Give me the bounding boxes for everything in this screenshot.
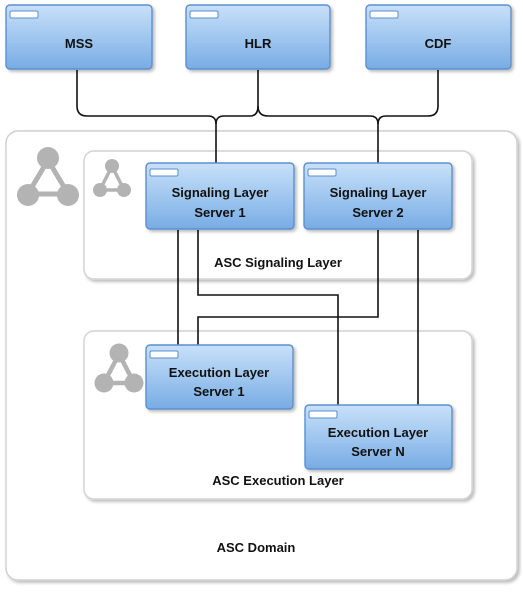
sig1-to-execN-line bbox=[197, 230, 339, 405]
asc-domain-label: ASC Domain bbox=[217, 540, 296, 555]
execution-server-1-line1: Execution Layer bbox=[169, 365, 269, 380]
execution-server-1-node[interactable]: Execution Layer Server 1 bbox=[145, 344, 294, 410]
mss-label: MSS bbox=[65, 36, 94, 51]
execution-server-n-line2: Server N bbox=[351, 444, 404, 459]
signaling-server-2-line1: Signaling Layer bbox=[330, 185, 427, 200]
hlr-node[interactable]: HLR bbox=[185, 4, 331, 70]
signaling-server-1-line2: Server 1 bbox=[194, 205, 245, 220]
signaling-cluster-icon bbox=[93, 159, 131, 197]
server-badge-icon bbox=[149, 350, 179, 359]
execution-server-1-line2: Server 1 bbox=[193, 384, 244, 399]
connection-lines bbox=[76, 70, 439, 405]
mss-to-bus-line bbox=[76, 70, 217, 125]
asc-signaling-layer-label: ASC Signaling Layer bbox=[214, 255, 342, 270]
signaling-server-1-line1: Signaling Layer bbox=[172, 185, 269, 200]
domain-cluster-icon bbox=[17, 147, 79, 206]
signaling-server-2-line2: Server 2 bbox=[352, 205, 403, 220]
hlr-to-bus-line bbox=[215, 70, 259, 125]
signaling-server-1-node[interactable]: Signaling Layer Server 1 bbox=[145, 162, 295, 230]
mss-node[interactable]: MSS bbox=[5, 4, 153, 70]
cdf-label: CDF bbox=[425, 36, 452, 51]
sig2-to-exec1-line bbox=[197, 230, 379, 345]
execution-server-n-line1: Execution Layer bbox=[328, 425, 428, 440]
server-badge-icon bbox=[189, 10, 219, 19]
hlr-to-bus-right-line bbox=[257, 105, 379, 125]
execution-cluster-icon bbox=[94, 343, 144, 393]
server-badge-icon bbox=[9, 10, 39, 19]
cdf-to-bus-line bbox=[377, 70, 439, 125]
hlr-label: HLR bbox=[245, 36, 272, 51]
server-badge-icon bbox=[369, 10, 399, 19]
signaling-server-2-node[interactable]: Signaling Layer Server 2 bbox=[303, 162, 453, 230]
execution-server-n-node[interactable]: Execution Layer Server N bbox=[304, 404, 453, 470]
server-badge-icon bbox=[308, 410, 338, 419]
asc-execution-layer-label: ASC Execution Layer bbox=[212, 473, 344, 488]
server-badge-icon bbox=[149, 168, 179, 177]
cdf-node[interactable]: CDF bbox=[365, 4, 512, 70]
server-badge-icon bbox=[307, 168, 337, 177]
